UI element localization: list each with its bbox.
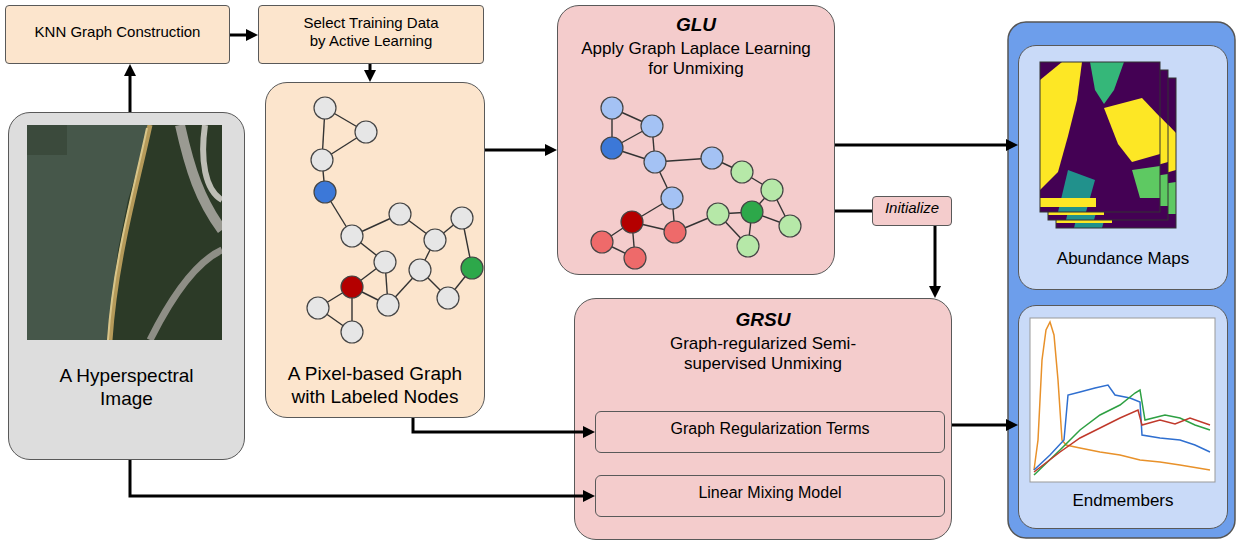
graph-node [701, 147, 723, 169]
graph-node [341, 225, 363, 247]
node-text: Select Training Data by Active Learning [296, 14, 446, 50]
flow-arrow [952, 424, 1012, 427]
graph-node [341, 321, 363, 343]
graph-node [437, 287, 459, 309]
graph-node [661, 187, 683, 209]
node-text: Abundance Maps [1057, 249, 1189, 269]
graph-node [737, 235, 759, 257]
flow-arrow [369, 64, 372, 76]
river-bank [110, 125, 150, 340]
graph-node [641, 115, 663, 137]
river-bank [108, 128, 147, 340]
graph-node [741, 201, 763, 223]
flow-arrow [413, 418, 589, 432]
road [203, 125, 222, 200]
flow-arrow [129, 70, 132, 112]
spectrum-line [1034, 385, 1210, 470]
graph-node [307, 297, 329, 319]
graph-node [644, 151, 666, 173]
node-text: Initialize [885, 199, 939, 217]
water [27, 125, 150, 340]
graph-node [461, 257, 483, 279]
road [150, 250, 222, 340]
node-text: A Hyperspectral Image [42, 365, 212, 411]
spectrum-line [1034, 322, 1210, 470]
method-panel: GRSUGraph-regularized Semi-supervised Un… [574, 298, 952, 540]
flow-arrow [130, 460, 589, 496]
endmember-chart [1030, 318, 1215, 482]
node-text: Endmembers [1072, 491, 1173, 511]
graph-node [664, 221, 686, 243]
graph-node [314, 181, 336, 203]
flow-arrow [835, 144, 1012, 147]
spectrum-line [1034, 390, 1210, 475]
node-title: GLU [676, 14, 716, 37]
graph-node [707, 203, 729, 225]
node-title: GRSU [736, 309, 791, 332]
graph-node [424, 229, 446, 251]
node-text: KNN Graph Construction [35, 23, 201, 41]
graph-node [761, 179, 783, 201]
node-text: Graph-regularized Semi-supervised Unmixi… [643, 334, 883, 375]
graph-node [314, 97, 336, 119]
graph-node [601, 97, 623, 119]
graph-node [621, 211, 643, 233]
flow-arrow [934, 226, 937, 292]
graph-node [389, 203, 411, 225]
node-text: A Pixel-based Graph with Labeled Nodes [278, 363, 473, 409]
abundance-stack [1040, 62, 1176, 228]
node-text: Linear Mixing Model [698, 483, 841, 502]
graph-node [779, 215, 801, 237]
vegetation [27, 125, 222, 340]
spectrum-line [1034, 410, 1210, 472]
satellite-image [27, 125, 222, 340]
graph-node [355, 121, 377, 143]
graph-node [311, 149, 333, 171]
node-text: Graph Regularization Terms [671, 419, 870, 438]
process-box: KNN Graph Construction [5, 5, 230, 64]
flow-arrow [835, 210, 872, 213]
graph-node [409, 259, 431, 281]
flow-arrow [485, 149, 551, 152]
graph-node [374, 251, 396, 273]
term-box: Linear Mixing Model [595, 475, 945, 517]
flow-arrow [230, 34, 252, 37]
road [180, 125, 222, 230]
chart-ground [1030, 318, 1215, 482]
output-panel [1008, 22, 1235, 538]
node-text: Apply Graph Laplace Learning for Unmixin… [571, 39, 821, 80]
graph-node [377, 294, 399, 316]
step-box: Initialize [872, 196, 952, 226]
term-box: Graph Regularization Terms [595, 411, 945, 453]
graph-node [601, 137, 623, 159]
graph-node [591, 231, 613, 253]
graph-node [731, 161, 753, 183]
graph-node [341, 276, 363, 298]
process-box: Select Training Data by Active Learning [258, 5, 484, 64]
graph-node [624, 247, 646, 269]
graph-node [451, 207, 473, 229]
water-shade [27, 125, 67, 155]
abundance-map [1040, 62, 1160, 212]
